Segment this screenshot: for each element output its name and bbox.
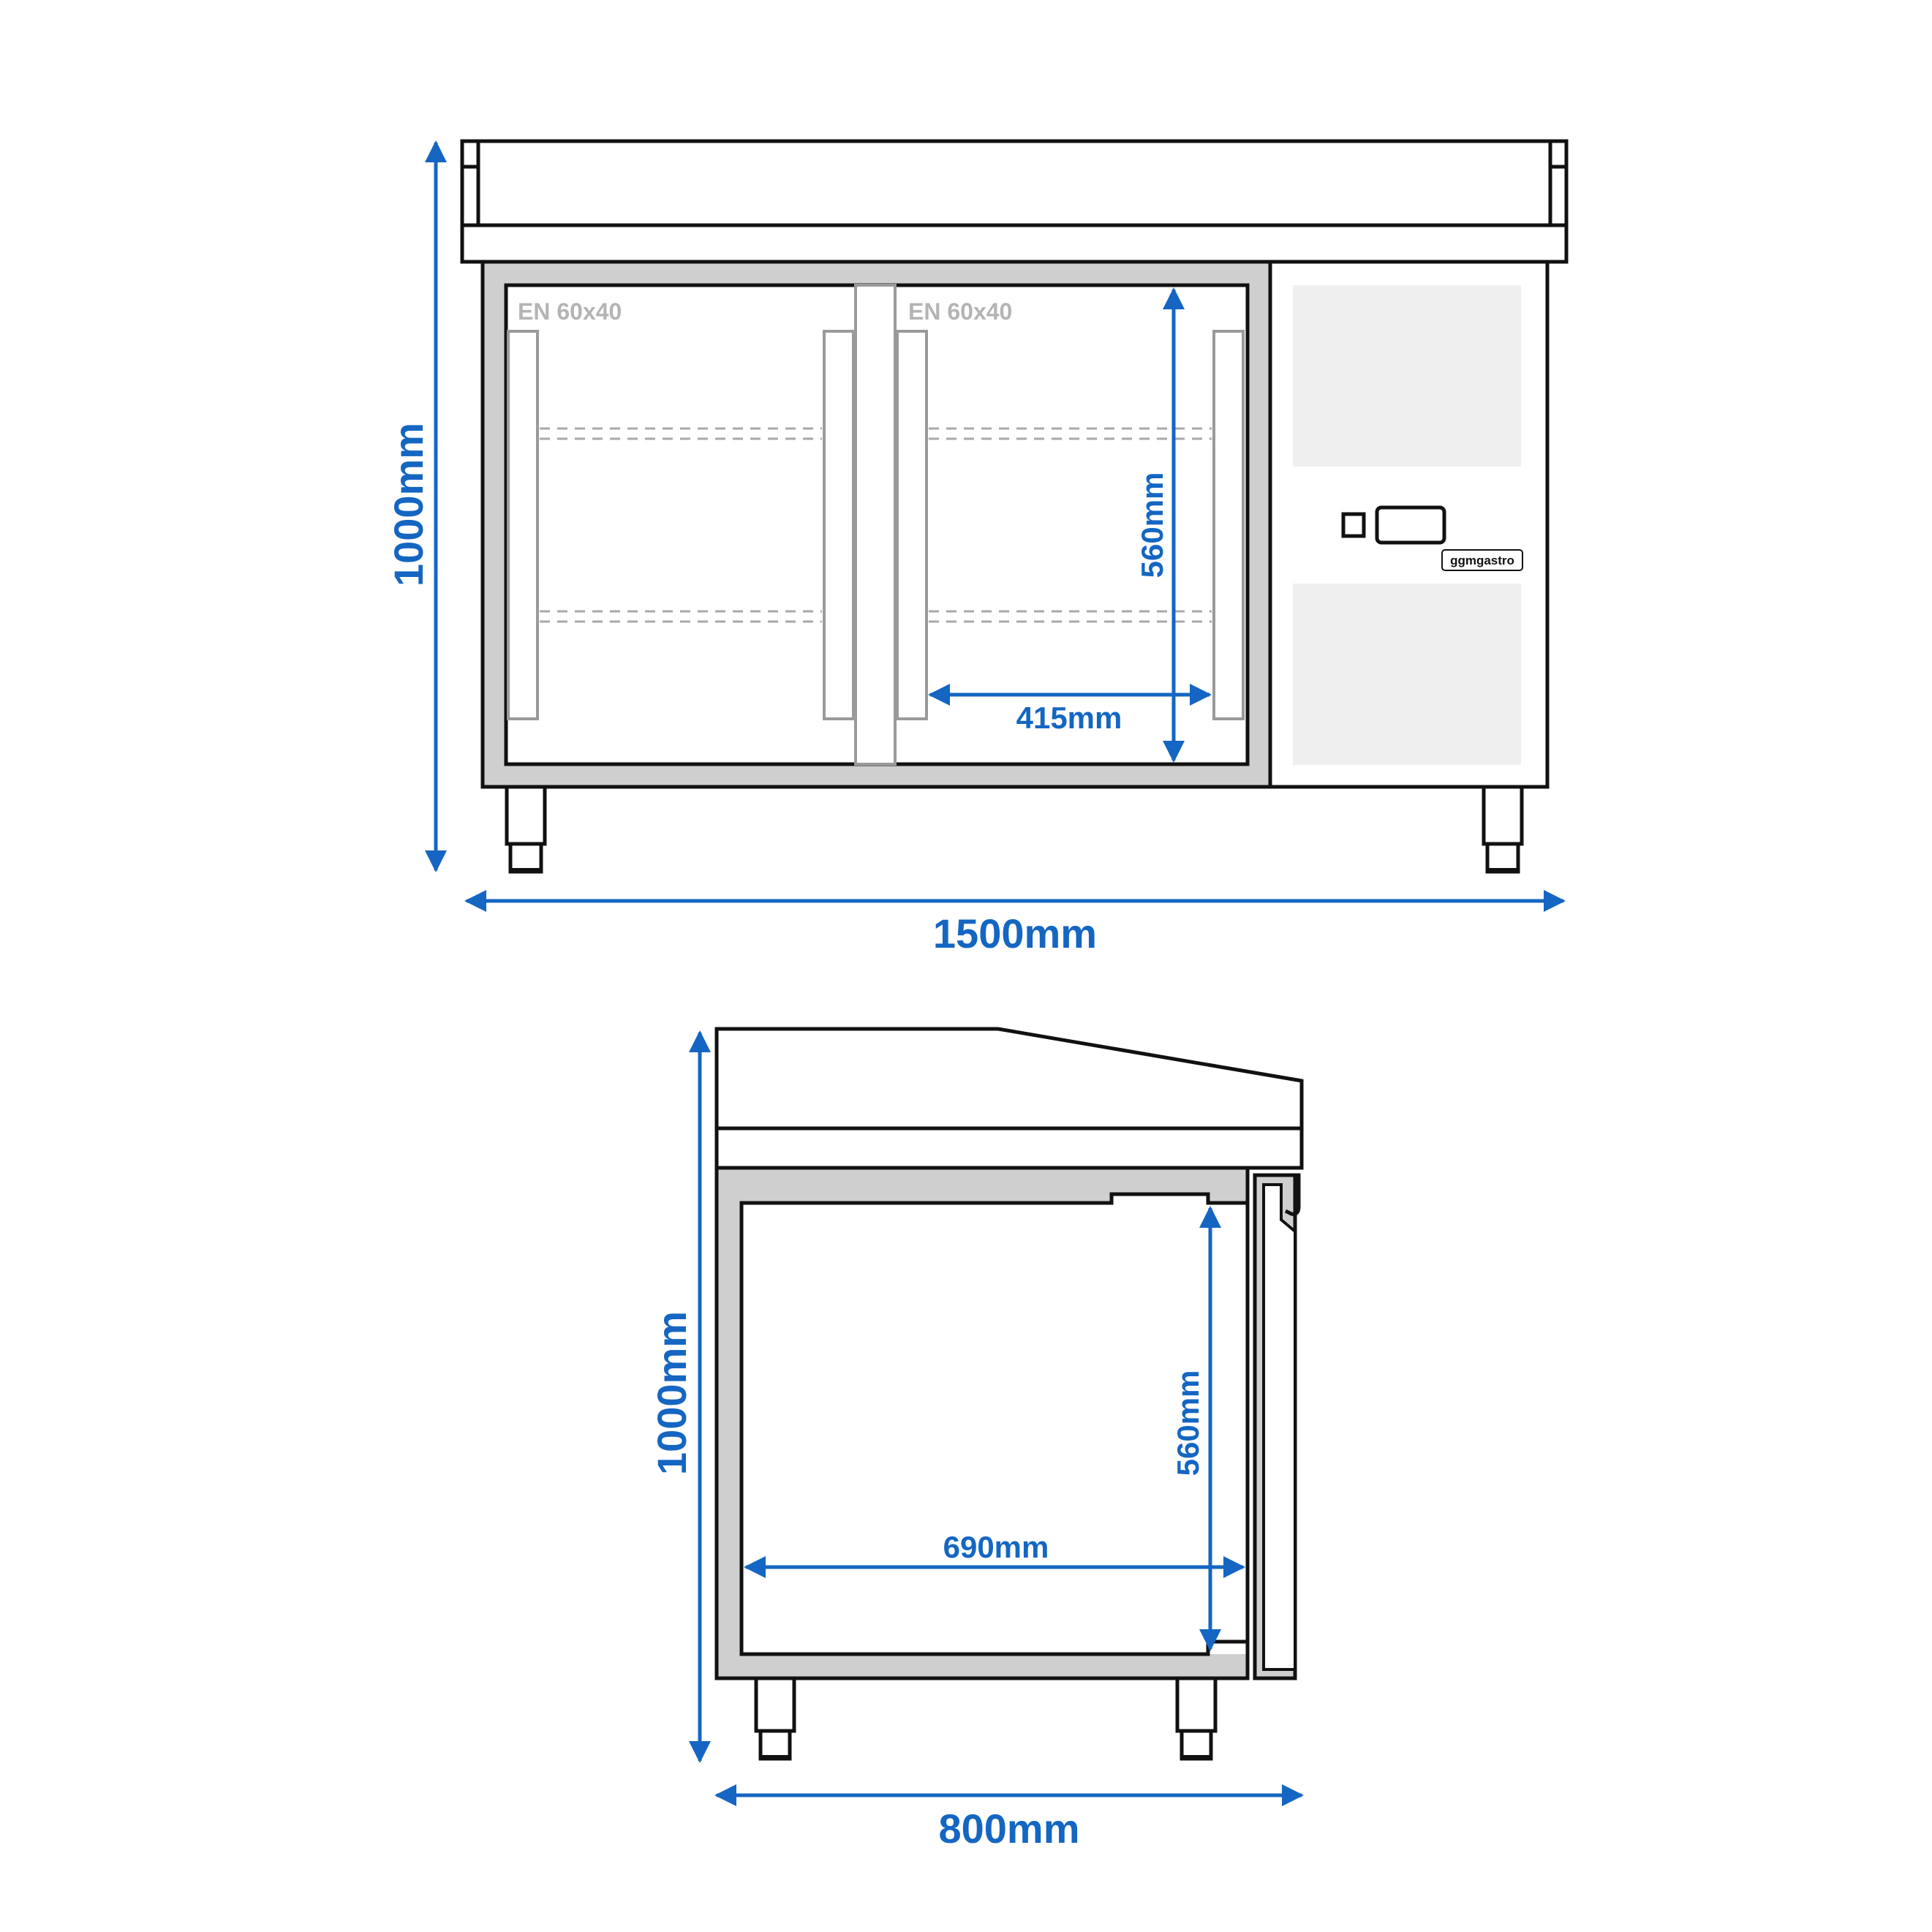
side-hood — [714, 1027, 1304, 1131]
front-height-label: 1000mm — [385, 423, 431, 586]
side-depth-label: 800mm — [938, 1805, 1079, 1852]
right-door-handle-a — [896, 330, 928, 720]
front-hood-right-post — [1548, 139, 1569, 227]
side-interior — [739, 1192, 1250, 1656]
tray-label-right: EN 60x40 — [908, 298, 1012, 325]
side-legs — [754, 1676, 1218, 1761]
front-width-label: 1500mm — [933, 910, 1097, 956]
brand-badge — [1441, 549, 1523, 571]
power-switch-icon — [1341, 512, 1366, 538]
vent-panel-bottom — [1293, 584, 1521, 765]
side-worktop — [714, 1126, 1304, 1170]
vent-panel-top — [1293, 285, 1521, 467]
front-hood-left-post — [460, 139, 480, 227]
side-inner-height-label: 560mm — [1171, 1370, 1205, 1476]
tray-label-left: EN 60x40 — [518, 298, 622, 325]
right-door-handle-b — [1212, 330, 1245, 720]
front-inner-width-label: 415mm — [1016, 701, 1122, 735]
front-hood — [460, 139, 1569, 227]
front-view: EN 60x40 EN 60x40 ggmgastro 1000mm 1500m… — [385, 139, 1569, 956]
side-inner-depth-label: 690mm — [943, 1530, 1049, 1564]
side-door-handle — [1284, 1173, 1301, 1216]
front-inner-height-label: 560mm — [1135, 472, 1169, 578]
front-legs — [505, 785, 1524, 874]
front-worktop — [460, 223, 1569, 264]
brand-label: ggmgastro — [1450, 554, 1514, 567]
side-height-label: 1000mm — [649, 1311, 695, 1475]
thermostat-display — [1375, 505, 1446, 545]
side-view: 1000mm 800mm 560mm 690mm — [649, 1027, 1304, 1852]
front-door-divider — [854, 284, 897, 766]
left-door-handle-a — [507, 330, 539, 720]
front-door-frame — [480, 260, 1272, 789]
left-door-handle-b — [823, 330, 855, 720]
